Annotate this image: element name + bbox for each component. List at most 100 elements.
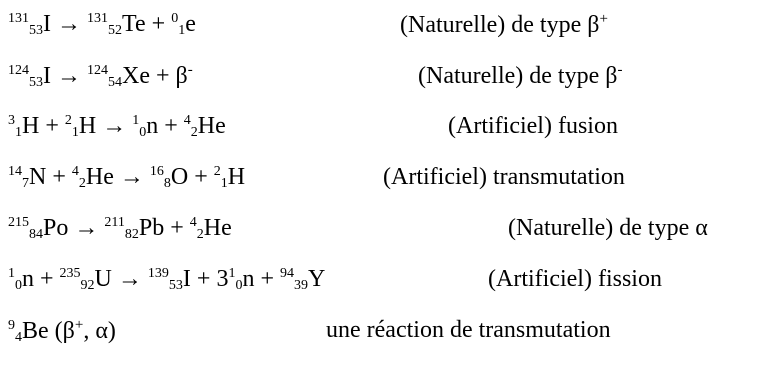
element-symbol: Te xyxy=(122,11,146,37)
atomic-number: 52 xyxy=(108,23,122,38)
mass-number: 9 xyxy=(8,318,15,333)
mass-number: 2 xyxy=(213,164,221,179)
element-symbol: H xyxy=(22,113,40,139)
mass-number: 235 xyxy=(59,266,81,281)
element-symbol: O xyxy=(170,164,189,190)
reaction-note: une réaction de transmutation xyxy=(326,318,611,342)
atomic-number: 92 xyxy=(80,278,95,293)
mass-number: 14 xyxy=(8,164,22,179)
atomic-number: 8 xyxy=(163,176,171,191)
reaction-notation: (β xyxy=(48,318,75,344)
mass-number: 4 xyxy=(189,215,197,230)
mass-number: 124 xyxy=(87,63,108,78)
plus: + xyxy=(52,164,66,190)
element-symbol: n xyxy=(146,113,159,139)
atomic-number: 39 xyxy=(293,278,308,293)
atomic-number: 82 xyxy=(124,227,139,242)
note-text: (Artificiel) transmutation xyxy=(383,164,625,190)
element-symbol: Pb xyxy=(138,215,165,241)
atomic-number: 54 xyxy=(108,75,122,90)
mass-number: 131 xyxy=(8,11,29,26)
reaction-equation: 10n + 23592U → 13953I + 310n + 9439Y xyxy=(8,267,325,293)
element-symbol: He xyxy=(203,215,232,241)
particle-charge: - xyxy=(187,62,193,78)
arrow: → xyxy=(117,266,142,292)
arrow: → xyxy=(119,164,144,190)
mass-number: 16 xyxy=(149,164,164,179)
reaction-equation: 12453I → 12454Xe + β- xyxy=(8,63,193,90)
atomic-number: 2 xyxy=(190,125,198,140)
atomic-number: 1 xyxy=(220,176,228,191)
note-text: (Naturelle) de type α xyxy=(508,215,708,241)
element-symbol: Xe xyxy=(122,63,150,89)
atomic-number: 7 xyxy=(22,176,29,191)
mass-number: 2 xyxy=(64,113,72,128)
element-symbol: U xyxy=(94,266,112,292)
atomic-number: 0 xyxy=(15,278,22,293)
atomic-number: 4 xyxy=(15,330,22,345)
reaction-equation: 21584Po → 21182Pb + 42He xyxy=(8,216,232,242)
plus: + xyxy=(155,63,170,89)
atomic-number: 1 xyxy=(71,125,79,140)
arrow: → xyxy=(102,113,127,139)
mass-number: 4 xyxy=(183,113,191,128)
element-symbol: n xyxy=(22,266,34,292)
mass-number: 4 xyxy=(71,164,79,179)
element-symbol: e xyxy=(185,11,196,37)
reaction-note: (Artificiel) fusion xyxy=(448,114,618,138)
element-symbol: I xyxy=(182,266,191,292)
atomic-number: 53 xyxy=(29,23,43,38)
reaction-note: (Artificiel) transmutation xyxy=(383,165,625,189)
particle-symbol: β xyxy=(175,63,188,89)
plus: + xyxy=(170,215,184,241)
atomic-number: 1 xyxy=(178,23,186,38)
atomic-number: 2 xyxy=(78,176,86,191)
atomic-number: 0 xyxy=(235,278,243,293)
element-symbol: I xyxy=(43,63,51,89)
mass-number: 1 xyxy=(228,266,236,281)
plus: + xyxy=(45,113,59,139)
plus: + xyxy=(164,113,178,139)
note-text: (Artificiel) fusion xyxy=(448,113,618,139)
note-superscript: - xyxy=(617,62,623,78)
note-text: (Naturelle) de type β xyxy=(418,63,618,89)
arrow: → xyxy=(57,11,81,37)
coefficient: 3 xyxy=(216,266,229,292)
element-symbol: I xyxy=(43,11,51,37)
mass-number: 94 xyxy=(279,266,294,281)
plus: + xyxy=(196,266,211,292)
element-symbol: He xyxy=(85,164,114,190)
reaction-equation: 94Be (β+, α) xyxy=(8,318,116,345)
reaction-note: (Artificiel) fission xyxy=(488,267,662,291)
element-symbol: N xyxy=(29,164,47,190)
arrow: → xyxy=(57,63,81,89)
mass-number: 0 xyxy=(171,11,179,26)
particle-charge: + xyxy=(74,317,84,333)
reaction-note: (Naturelle) de type β+ xyxy=(400,12,608,38)
reaction-note: (Naturelle) de type β- xyxy=(418,62,623,89)
mass-number: 1 xyxy=(132,113,140,128)
reaction-notation: , α) xyxy=(83,318,116,344)
element-symbol: H xyxy=(227,164,246,190)
note-text: une réaction de transmutation xyxy=(326,317,611,343)
mass-number: 131 xyxy=(87,11,108,26)
mass-number: 139 xyxy=(147,266,169,281)
reaction-equation: 13153I → 13152Te + 01e xyxy=(8,12,196,38)
atomic-number: 84 xyxy=(29,227,43,242)
atomic-number: 53 xyxy=(168,278,183,293)
atomic-number: 53 xyxy=(29,75,43,90)
element-symbol: He xyxy=(197,113,226,139)
reaction-equation: 147N + 42He → 168O + 21H xyxy=(8,165,245,191)
element-symbol: Be xyxy=(22,318,49,344)
note-text: (Artificiel) fission xyxy=(488,266,662,292)
arrow: → xyxy=(74,215,99,241)
plus: + xyxy=(260,266,274,292)
element-symbol: n xyxy=(242,266,255,292)
atomic-number: 1 xyxy=(15,125,22,140)
mass-number: 215 xyxy=(8,215,29,230)
reaction-note: (Naturelle) de type α xyxy=(508,216,708,240)
atomic-number: 2 xyxy=(196,227,204,242)
atomic-number: 0 xyxy=(139,125,147,140)
plus: + xyxy=(151,11,166,37)
mass-number: 211 xyxy=(104,215,125,230)
